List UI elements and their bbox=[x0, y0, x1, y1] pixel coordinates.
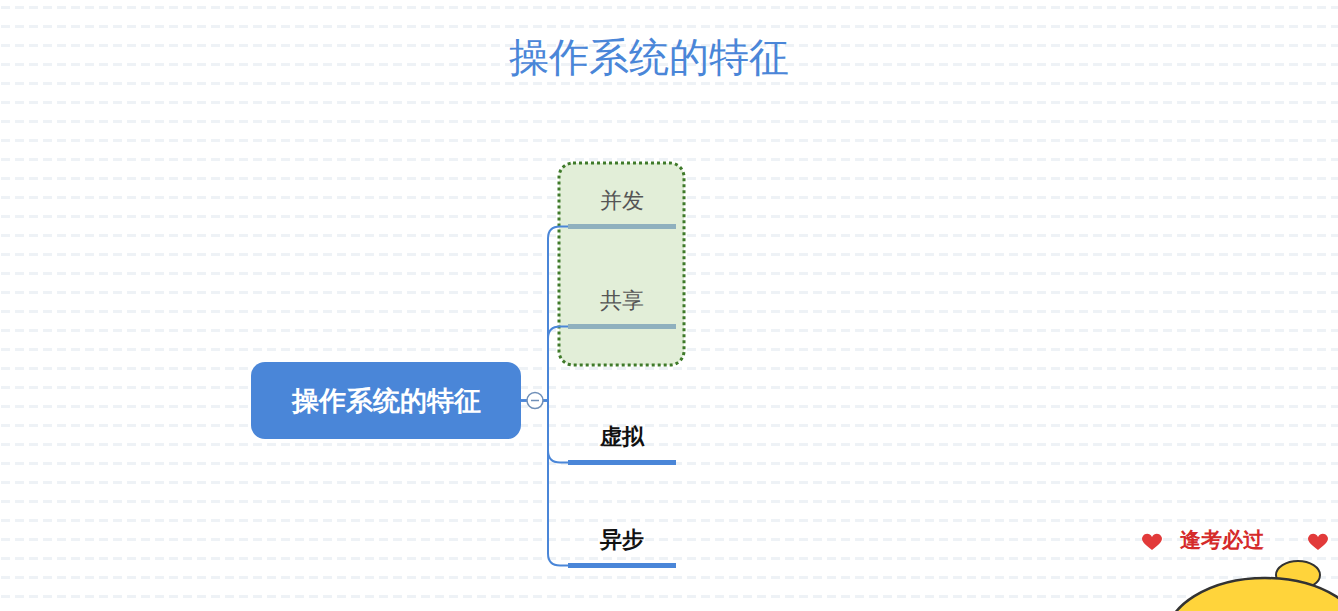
collapse-toggle bbox=[527, 393, 543, 409]
node-label: 共享 bbox=[600, 286, 644, 316]
branch-node: 共享 bbox=[568, 282, 676, 329]
node-label: 异步 bbox=[600, 525, 644, 555]
root-node: 操作系统的特征 bbox=[251, 362, 521, 439]
node-label: 并发 bbox=[600, 186, 644, 216]
branch-node: 虚拟 bbox=[568, 418, 676, 465]
mascot-head bbox=[1165, 578, 1338, 611]
branch-connector bbox=[521, 227, 568, 401]
group-highlight bbox=[559, 163, 684, 365]
node-label: 操作系统的特征 bbox=[292, 383, 481, 419]
node-label: 虚拟 bbox=[600, 422, 644, 452]
slide-title: 操作系统的特征 bbox=[0, 30, 1298, 85]
branch-connector bbox=[521, 401, 568, 566]
heart bbox=[1308, 534, 1328, 550]
collapse-minus bbox=[531, 400, 539, 402]
branch-connector bbox=[521, 401, 568, 463]
branch-connector bbox=[521, 327, 568, 401]
watermark-label: 逢考必过 bbox=[1180, 526, 1264, 554]
branch-node: 并发 bbox=[568, 182, 676, 229]
branch-node: 异步 bbox=[568, 521, 676, 568]
heart bbox=[1142, 534, 1162, 550]
